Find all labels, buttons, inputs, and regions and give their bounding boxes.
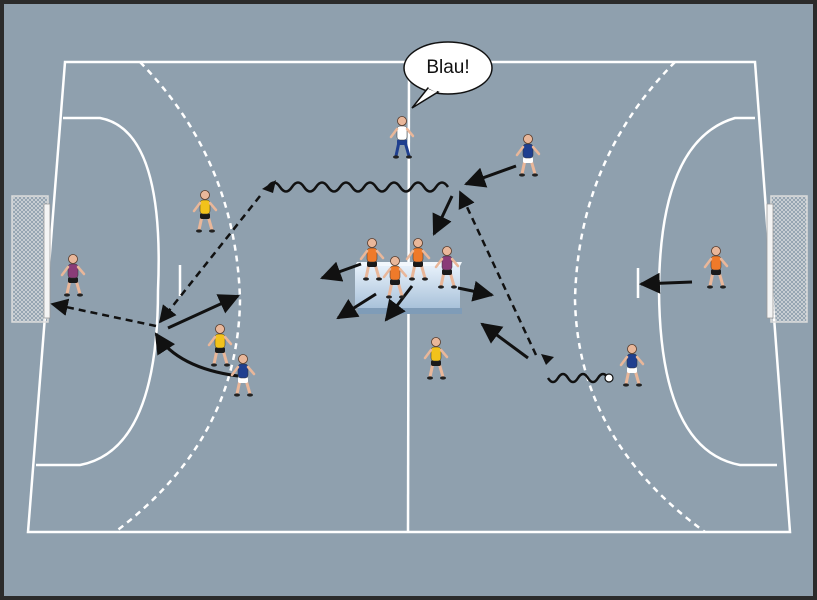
ball <box>604 373 614 383</box>
right-free-throw-line <box>573 61 706 534</box>
dribble-heads <box>262 180 554 365</box>
player-yellow-field <box>192 190 218 233</box>
pass-arrows <box>50 190 538 356</box>
arrow-9 <box>167 294 240 330</box>
player-purple-goalkeeper <box>60 254 86 297</box>
player-orange-field <box>405 238 431 281</box>
arrow-2 <box>432 195 454 236</box>
arrow-5 <box>384 285 414 322</box>
dribble-1 <box>266 181 450 193</box>
speech-bubble-text: Blau! <box>426 57 470 78</box>
dribble-lines <box>266 181 610 384</box>
player-blue-coach <box>389 116 415 159</box>
arrow-7 <box>480 322 529 360</box>
arrow-4 <box>336 292 377 320</box>
player-orange-goalkeeper <box>703 246 729 289</box>
player-blue-field <box>230 354 256 397</box>
arrow-6 <box>457 280 495 302</box>
dribble-2 <box>546 372 610 384</box>
player-yellow-field <box>423 337 449 380</box>
pass-1 <box>458 190 538 356</box>
movement-arrows <box>154 164 693 378</box>
player-orange-field <box>382 256 408 299</box>
player-yellow-field <box>207 324 233 367</box>
player-orange-field <box>359 238 385 281</box>
left-goal-area-line <box>36 116 160 467</box>
player-blue-field <box>515 134 541 177</box>
boundary-line <box>26 60 792 534</box>
arrow-8 <box>638 272 693 294</box>
gym-mat <box>355 262 462 314</box>
right-goal <box>766 195 808 323</box>
arrow-1 <box>464 164 517 188</box>
arrow-10-curved <box>154 332 239 378</box>
speech-bubble <box>403 41 493 109</box>
player-purple-field <box>434 246 460 289</box>
arrow-3 <box>320 261 362 282</box>
left-free-throw-line <box>114 61 242 534</box>
pass-3 <box>50 298 157 328</box>
player-blue-field <box>619 344 645 387</box>
left-goal <box>11 195 51 323</box>
pass-2 <box>158 195 261 324</box>
players <box>60 116 729 397</box>
